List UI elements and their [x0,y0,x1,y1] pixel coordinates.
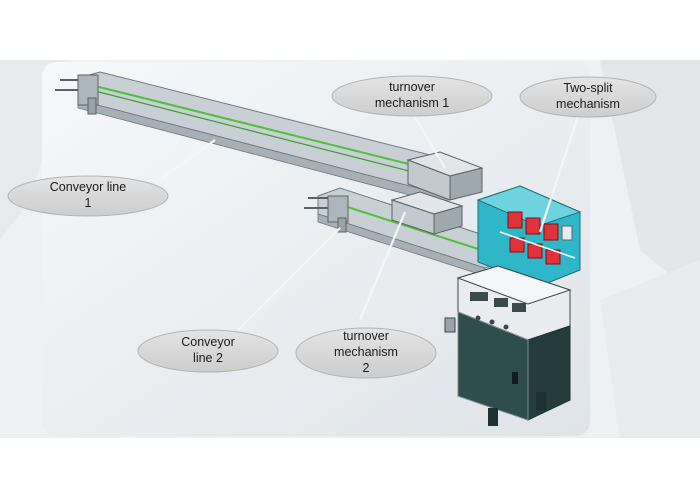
callout-turnover-1: turnover mechanism 1 [331,75,493,117]
callout-conveyor-2: Conveyor line 2 [137,329,279,373]
callout-turnover-2-line1: turnover [343,329,389,343]
bg-polygon-right-low [600,260,700,438]
callout-conveyor-1: Conveyor line 1 [7,175,169,217]
callout-turnover-1-line1: turnover [389,80,435,94]
leader-lines [161,109,582,331]
callout-two-split-line1: Two-split [563,81,613,95]
callout-two-split: Two-split mechanism [519,76,657,118]
callout-two-split-line2: mechanism [556,97,620,111]
callout-conveyor-1-line1: Conveyor line [50,180,126,194]
conveyor-line-2 [304,187,506,277]
turnover-box-1 [406,151,484,201]
callout-conveyor-2-line2: line 2 [193,351,223,365]
callout-conveyor-2-line1: Conveyor [181,335,235,349]
two-split-mechanism [476,185,582,287]
callout-turnover-1-line2: mechanism 1 [375,96,449,110]
callout-turnover-2-line2: mechanism [334,345,398,359]
bg-polygon-right [600,60,700,300]
callout-conveyor-1-line2: 1 [85,196,92,210]
control-cabinet [444,265,572,426]
callout-turnover-2-line3: 2 [363,361,370,375]
turnover-box-2 [390,191,464,235]
callout-turnover-2: turnover mechanism 2 [295,327,437,379]
